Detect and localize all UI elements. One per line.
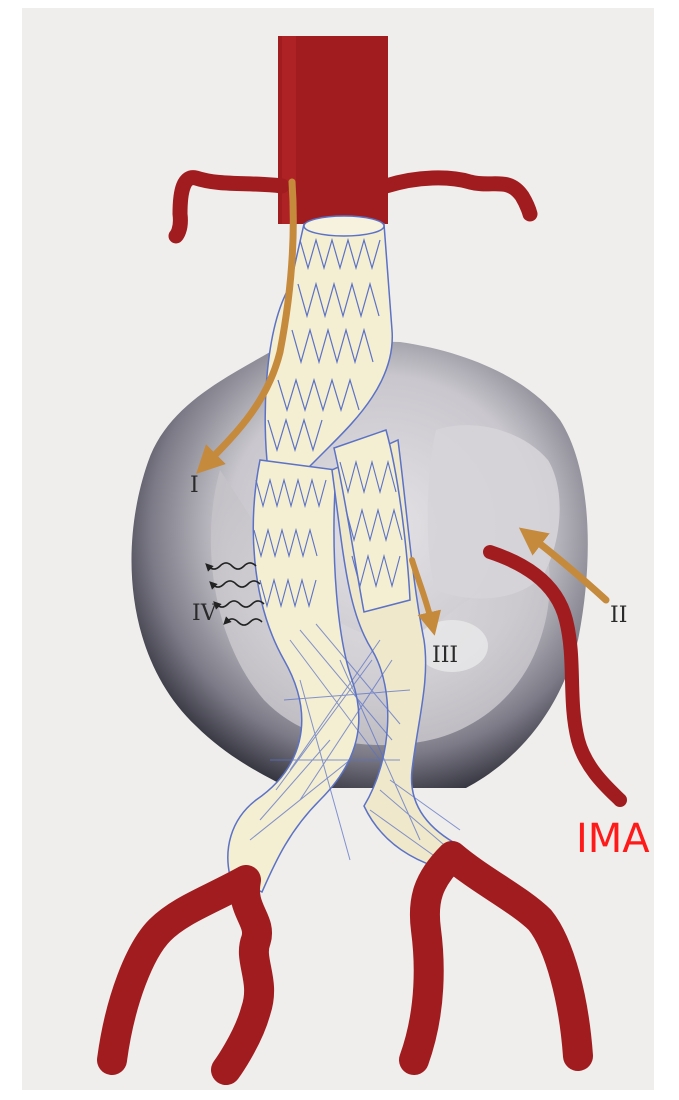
label-type-i: I: [190, 473, 199, 498]
label-type-iv: IV: [192, 601, 218, 626]
label-ima: IMA: [576, 816, 650, 862]
label-type-iii: III: [432, 643, 458, 668]
label-type-ii: II: [610, 603, 627, 628]
